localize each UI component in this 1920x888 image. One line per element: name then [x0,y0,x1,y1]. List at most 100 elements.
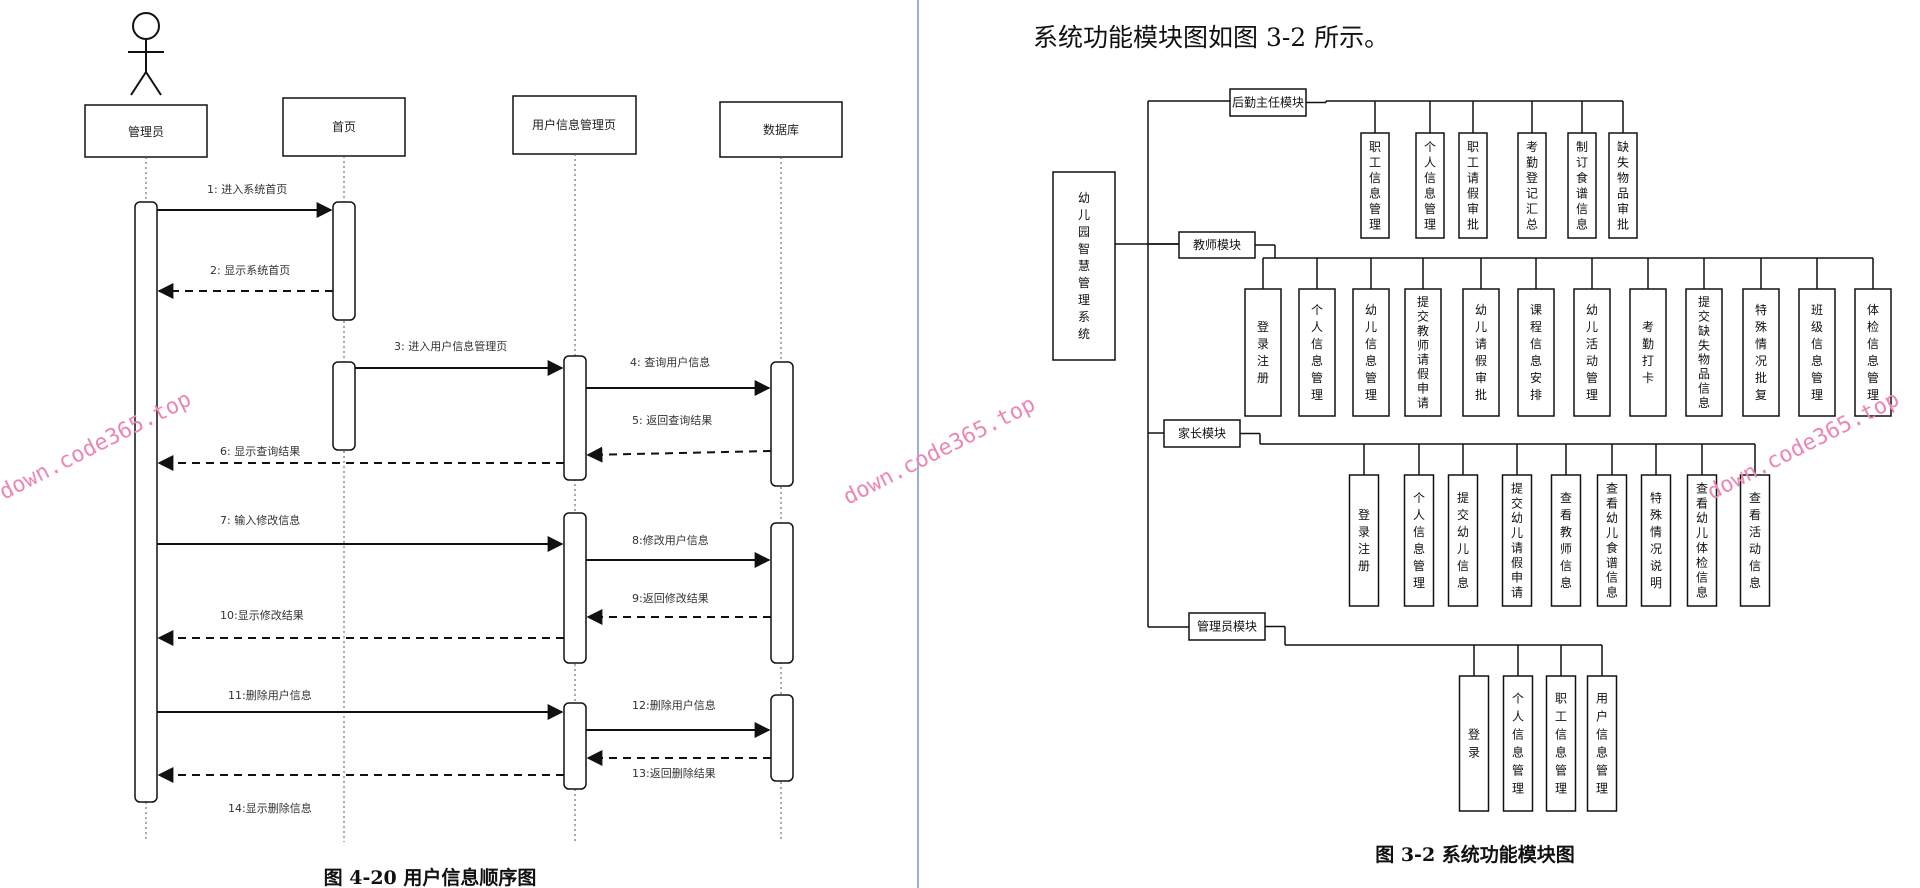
root-label: 幼儿园智慧管理系统 [1078,191,1090,341]
root-box [1052,171,1116,361]
watermark: down.code365.top [0,387,196,505]
module-item-label: 用户信息管理 [1596,692,1608,796]
module-item-label: 幼儿请假审批 [1475,303,1487,402]
participant-label-user-page: 用户信息管理页 [532,117,616,132]
module-item-label: 提交教师请假申请 [1417,294,1429,410]
module-item-box [1550,474,1582,607]
module-item-label: 缺失物品审批 [1617,139,1629,232]
module-header-box [1178,231,1256,259]
lifelines [145,154,782,842]
message-label: 2: 显示系统首页 [210,263,290,277]
module-item-box [1608,132,1638,239]
module-item-box [1517,132,1547,239]
module-item-box [1854,288,1892,417]
message-label: 5: 返回查询结果 [632,413,712,427]
module-item-label: 幼儿信息管理 [1365,303,1377,402]
module-item-label: 查看活动信息 [1749,491,1761,590]
module-item-box [1403,474,1435,607]
module-item-label: 登录注册 [1358,507,1370,573]
module-item-label: 查看幼儿体检信息 [1696,481,1708,599]
module-item-label: 提交幼儿信息 [1457,490,1469,590]
module-item-box [1517,288,1555,417]
module-header-label: 家长模块 [1178,426,1226,441]
message-label: 1: 进入系统首页 [207,182,287,196]
module-item-label: 考勤登记汇总 [1526,140,1538,232]
module-diagram: 系统功能模块图如图 3-2 所示。 幼儿园智慧管理系统 后勤主任模块职工信息管理… [1033,23,1892,866]
module-item-label: 提交幼儿请假申请 [1511,480,1523,599]
participant-box-home [282,97,406,157]
module-item-label: 登录注册 [1257,319,1269,385]
message-label: 3: 进入用户信息管理页 [394,339,507,353]
module-header-box [1229,88,1307,117]
module-item-box [1686,474,1718,607]
module-item-box [1462,288,1500,417]
module-item-box [1360,132,1390,239]
participant-box-database [719,101,843,158]
module-item-label: 个人信息管理 [1311,303,1323,402]
message-labels: 1: 进入系统首页 2: 显示系统首页 3: 进入用户信息管理页 4: 查询用户… [207,182,716,815]
module-item-box [1742,288,1780,417]
message-label: 10:显示修改结果 [220,608,304,622]
module-item-label: 幼儿活动管理 [1586,303,1598,402]
participant-label-admin: 管理员 [128,124,164,139]
module-item-box [1567,132,1597,239]
module-item-box [1586,675,1618,812]
module-item-label: 体检信息管理 [1867,303,1879,402]
module-header-label: 管理员模块 [1197,619,1257,634]
module-item-label: 班级信息管理 [1811,303,1823,402]
actor-icon [128,12,164,96]
module-header-label: 后勤主任模块 [1232,96,1304,110]
participant-label-database: 数据库 [763,122,799,137]
module-item-label: 特殊情况批复 [1755,302,1767,402]
module-group: 家长模块登录注册个人信息管理提交幼儿信息提交幼儿请假申请查看教师信息查看幼儿食谱… [1163,419,1771,607]
message-label: 8:修改用户信息 [632,533,709,547]
sequence-diagram: 管理员 首页 用户信息管理页 数据库 [84,12,843,888]
participant-box-admin [84,104,208,158]
module-item-label: 职工信息管理 [1555,692,1567,796]
module-item-label: 个人信息管理 [1512,692,1524,796]
module-groups: 后勤主任模块职工信息管理个人信息管理职工请假审批考勤登记汇总制订食谱信息缺失物品… [1163,88,1892,812]
module-header-box [1163,419,1241,448]
module-item-box [1798,288,1836,417]
module-item-label: 职工信息管理 [1369,140,1381,232]
module-item-box [1458,132,1488,239]
intro-text: 系统功能模块图如图 3-2 所示。 [1033,23,1389,52]
module-item-box [1244,288,1282,417]
message-label: 11:删除用户信息 [228,688,312,702]
message-arrows [157,202,772,783]
module-item-box [1447,474,1479,607]
participant-label-home: 首页 [332,120,356,134]
module-item-box [1545,675,1577,812]
module-item-box [1298,288,1336,417]
watermark: down.code365.top [839,392,1039,510]
module-item-label: 个人信息管理 [1424,140,1436,232]
connector-lines [1115,100,1230,628]
module-item-box [1458,675,1490,812]
message-label: 14:显示删除信息 [228,801,312,815]
message-label: 12:删除用户信息 [632,698,716,712]
module-item-box [1640,474,1672,607]
module-item-box [1415,132,1445,239]
module-item-box [1685,288,1723,417]
module-item-box [1352,288,1390,417]
module-item-box [1573,288,1611,417]
participant-box-user-page [512,95,637,155]
module-item-label: 职工请假审批 [1467,140,1479,232]
module-item-label: 登录 [1468,727,1480,760]
module-item-label: 课程信息安排 [1530,303,1542,402]
module-item-box [1404,288,1442,417]
module-caption: 图 3-2 系统功能模块图 [1375,843,1575,866]
module-group: 教师模块登录注册个人信息管理幼儿信息管理提交教师请假申请幼儿请假审批课程信息安排… [1178,231,1892,417]
module-item-label: 查看幼儿食谱信息 [1606,481,1618,599]
message-label: 4: 查询用户信息 [630,355,710,369]
module-item-label: 提交缺失物品信息 [1698,294,1710,410]
module-item-label: 制订食谱信息 [1576,140,1588,232]
activation-bars [134,201,794,803]
module-item-box [1629,288,1667,417]
message-label: 7: 输入修改信息 [220,513,300,527]
message-label: 13:返回删除结果 [632,766,716,780]
module-item-label: 查看教师信息 [1560,491,1572,590]
